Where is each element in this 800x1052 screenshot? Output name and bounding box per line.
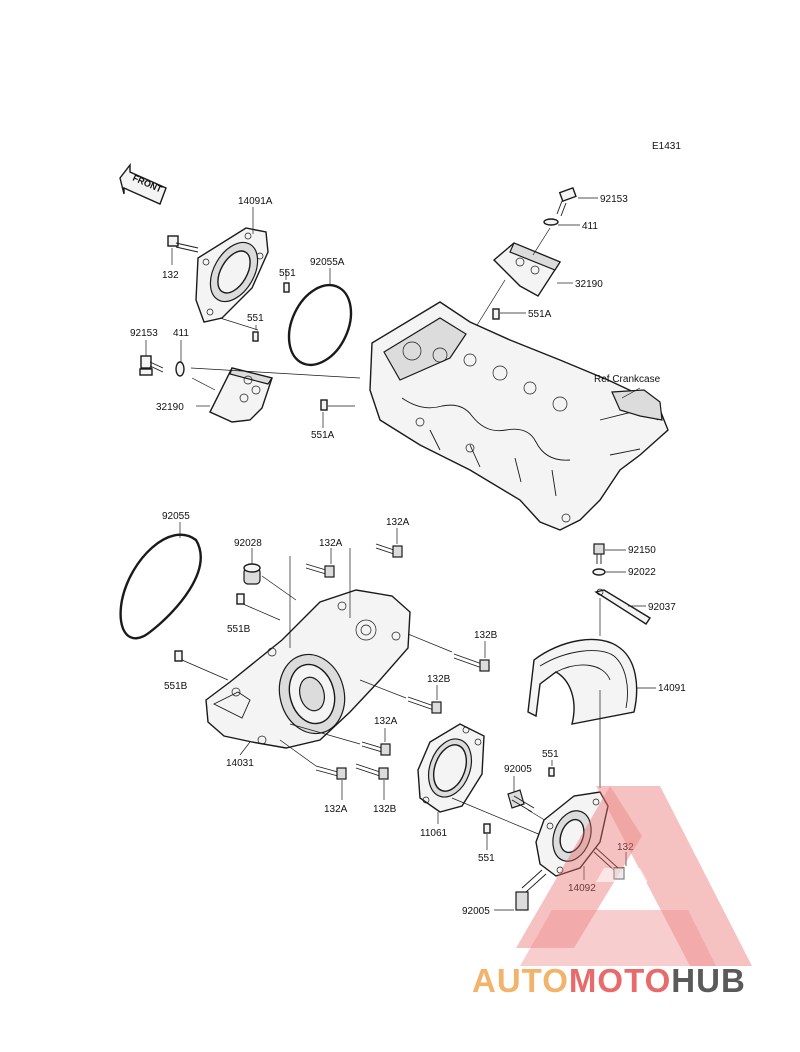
o-ring-92055A	[287, 283, 353, 367]
label-14092: 14092	[568, 883, 596, 894]
label-92150: 92150	[628, 545, 656, 556]
label-32190-top: 32190	[575, 279, 603, 290]
washer-92022	[592, 568, 606, 576]
crankcase-ref	[369, 301, 669, 531]
label-92055A: 92055A	[310, 257, 345, 268]
label-132A-4: 132A	[324, 804, 348, 815]
label-132-right: 132	[617, 842, 634, 853]
label-92005-2: 92005	[462, 906, 490, 917]
label-132B-3: 132B	[373, 804, 397, 815]
pin-551A-left	[320, 399, 328, 411]
logo-part-auto: AUTO	[472, 962, 569, 999]
label-11061: 11061	[420, 828, 448, 839]
bolt-132B-1	[453, 653, 490, 672]
bracket-32190-left	[209, 367, 273, 423]
washer-411-top	[543, 218, 559, 226]
fitting-92005-1	[507, 789, 535, 813]
label-92005-1: 92005	[504, 764, 532, 775]
label-14091: 14091	[658, 683, 686, 694]
cover-14031	[205, 589, 411, 749]
label-92022: 92022	[628, 567, 656, 578]
pin-551-b	[252, 331, 259, 342]
ref-crankcase-label: Ref.Crankcase	[594, 374, 661, 385]
cover-14092	[535, 791, 609, 877]
washer-411-left	[175, 361, 185, 377]
label-92028: 92028	[234, 538, 262, 549]
bolt-132A-4	[315, 765, 347, 780]
logo-part-hub: HUB	[671, 962, 746, 999]
fitting-92005-2	[515, 869, 547, 911]
pin-551-d	[548, 767, 555, 777]
pin-551B-1	[236, 593, 245, 605]
o-ring-92055	[119, 533, 202, 640]
bolt-132-left	[167, 235, 199, 253]
watermark-logo: AUTOMOTOHUB	[472, 962, 792, 1002]
label-132B-1: 132B	[474, 630, 498, 641]
label-92153-top: 92153	[600, 194, 628, 205]
bolt-132A-3	[361, 741, 391, 756]
bolt-132A-1	[305, 563, 335, 578]
label-132-left: 132	[162, 270, 179, 281]
pin-551B-2	[174, 650, 183, 662]
label-132A-2: 132A	[386, 517, 410, 528]
label-551-a: 551	[279, 268, 296, 279]
pin-551-a	[283, 282, 290, 293]
label-551-b: 551	[247, 313, 264, 324]
bracket-32190-top	[492, 242, 562, 297]
bolt-132B-3	[355, 763, 389, 780]
bolt-92153-left	[139, 355, 164, 376]
pin-551-c	[483, 823, 491, 834]
label-551A-top: 551A	[528, 309, 552, 320]
label-551-c: 551	[478, 853, 495, 864]
bolt-92153-top	[556, 187, 577, 217]
watermark-triangle-icon	[516, 786, 752, 966]
label-32190-left: 32190	[156, 402, 184, 413]
label-411-left: 411	[173, 328, 189, 339]
label-551B-2: 551B	[164, 681, 188, 692]
gasket-11061	[417, 723, 485, 813]
bolt-92150	[593, 543, 605, 564]
label-14091A: 14091A	[238, 196, 273, 207]
cover-14091A	[195, 227, 269, 323]
strap-92037	[594, 588, 651, 625]
label-92153-left: 92153	[130, 328, 158, 339]
bolt-132A-2	[375, 543, 403, 558]
label-551B-1: 551B	[227, 624, 251, 635]
bolt-132B-2	[407, 696, 442, 714]
pin-551A-top	[492, 308, 500, 320]
label-132A-1: 132A	[319, 538, 343, 549]
bolt-132-right	[593, 847, 625, 880]
bushing-92028	[243, 563, 261, 585]
label-132A-3: 132A	[374, 716, 398, 727]
label-551-d: 551	[542, 749, 559, 760]
logo-part-moto: MOTO	[568, 962, 672, 999]
label-551A-left: 551A	[311, 430, 335, 441]
shield-14091	[527, 638, 638, 725]
label-92037: 92037	[648, 602, 676, 613]
label-14031: 14031	[226, 758, 254, 769]
label-411-top: 411	[582, 221, 598, 232]
front-arrow-icon: FRONT	[119, 162, 167, 205]
diagram-code: E1431	[652, 141, 681, 152]
label-92055: 92055	[162, 511, 190, 522]
label-132B-2: 132B	[427, 674, 451, 685]
